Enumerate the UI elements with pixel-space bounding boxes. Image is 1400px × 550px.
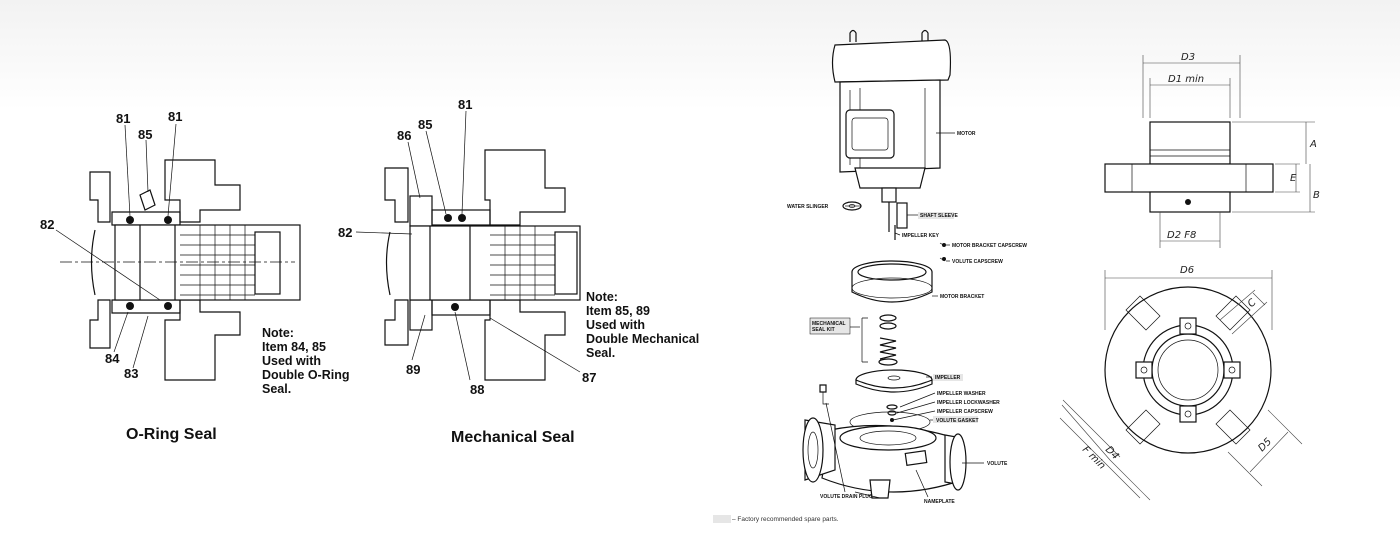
mechanical-seal-section: 86 85 81 82 89 88 87 Note: Item 85, 89 U…: [338, 97, 699, 446]
dimension-side-view: D3 D1 min D2 F8 A E B: [1104, 52, 1320, 248]
svg-text:Note:: Note:: [262, 326, 294, 340]
svg-text:Seal.: Seal.: [262, 382, 291, 396]
label-mechanical-seal-kit-1: MECHANICAL: [812, 321, 846, 327]
exploded-pump-view: MOTOR WATER SLINGER SHAFT SLEEVE IMPELLE…: [713, 29, 1027, 523]
svg-text:Note:: Note:: [586, 290, 618, 304]
dim-D5: D5: [1256, 436, 1274, 454]
callout-85: 85: [138, 127, 152, 142]
svg-text:Seal.: Seal.: [586, 346, 615, 360]
label-volute-gasket: VOLUTE GASKET: [936, 418, 979, 424]
callout-89: 89: [406, 362, 420, 377]
svg-text:Item 85, 89: Item 85, 89: [586, 304, 650, 318]
label-volute-capscrew: VOLUTE CAPSCREW: [952, 259, 1003, 265]
mechanical-caption: Mechanical Seal: [451, 429, 575, 446]
shaft-part: [888, 202, 896, 240]
svg-text:Used with: Used with: [262, 354, 321, 368]
label-impeller-washer: IMPELLER WASHER: [937, 391, 986, 397]
impeller-washer-part: [886, 404, 898, 410]
callout-85-mech: 85: [418, 117, 432, 132]
label-motor: MOTOR: [957, 131, 976, 137]
label-impeller-lockwasher: IMPELLER LOCKWASHER: [937, 400, 1000, 406]
dim-D2F8: D2 F8: [1167, 230, 1196, 241]
oring-seal-section: 81 85 81 82 84 83 Note: Item 84, 85 Used…: [40, 109, 350, 443]
svg-text:Item 84, 85: Item 84, 85: [262, 340, 326, 354]
dim-B: B: [1313, 190, 1320, 201]
callout-81-right: 81: [168, 109, 182, 124]
motor-drawing: [831, 29, 952, 203]
dimension-plan-view: D6 C D4 F min D5: [1059, 265, 1303, 501]
label-impeller: IMPELLER: [935, 375, 961, 381]
label-nameplate: NAMEPLATE: [924, 499, 955, 505]
shaft-sleeve-part: [896, 202, 908, 229]
dim-D1min: D1 min: [1168, 74, 1204, 85]
label-volute: VOLUTE: [987, 461, 1008, 467]
callout-81-left: 81: [116, 111, 130, 126]
label-volute-drain-plug: VOLUTE DRAIN PLUG: [820, 494, 873, 500]
svg-text:Used with: Used with: [586, 318, 645, 332]
label-impeller-key: IMPELLER KEY: [902, 233, 940, 239]
callout-82: 82: [40, 217, 54, 232]
seal-kit-parts: [861, 314, 898, 366]
dim-D3: D3: [1181, 52, 1195, 63]
callout-86: 86: [397, 128, 411, 143]
callout-83: 83: [124, 366, 138, 381]
dim-E: E: [1290, 173, 1297, 184]
dim-D4: D4: [1103, 444, 1121, 462]
impeller-part: [855, 369, 933, 393]
label-motor-bracket-capscrew: MOTOR BRACKET CAPSCREW: [952, 243, 1027, 249]
dim-D6: D6: [1180, 265, 1194, 276]
svg-text:Double Mechanical: Double Mechanical: [586, 332, 699, 346]
callout-84: 84: [105, 351, 120, 366]
callout-87: 87: [582, 370, 596, 385]
callout-81-mech: 81: [458, 97, 472, 112]
legend-text: – Factory recommended spare parts.: [732, 516, 839, 523]
callout-88: 88: [470, 382, 484, 397]
volute-part: [802, 384, 967, 499]
label-mechanical-seal-kit-2: SEAL KIT: [812, 327, 835, 333]
oring-note: Note: Item 84, 85 Used with Double O-Rin…: [262, 326, 350, 396]
label-water-slinger: WATER SLINGER: [787, 204, 829, 210]
dim-Fmin: F min: [1080, 444, 1107, 471]
svg-text:Double O-Ring: Double O-Ring: [262, 368, 350, 382]
label-impeller-capscrew: IMPELLER CAPSCREW: [937, 409, 993, 415]
label-motor-bracket: MOTOR BRACKET: [940, 294, 984, 300]
dim-A: A: [1309, 139, 1317, 150]
mechanical-note: Note: Item 85, 89 Used with Double Mecha…: [586, 290, 699, 360]
callout-82-mech: 82: [338, 225, 352, 240]
label-shaft-sleeve: SHAFT SLEEVE: [920, 213, 958, 219]
legend-swatch: [713, 515, 731, 523]
motor-bracket-part: [851, 260, 933, 303]
oring-caption: O-Ring Seal: [126, 426, 217, 443]
